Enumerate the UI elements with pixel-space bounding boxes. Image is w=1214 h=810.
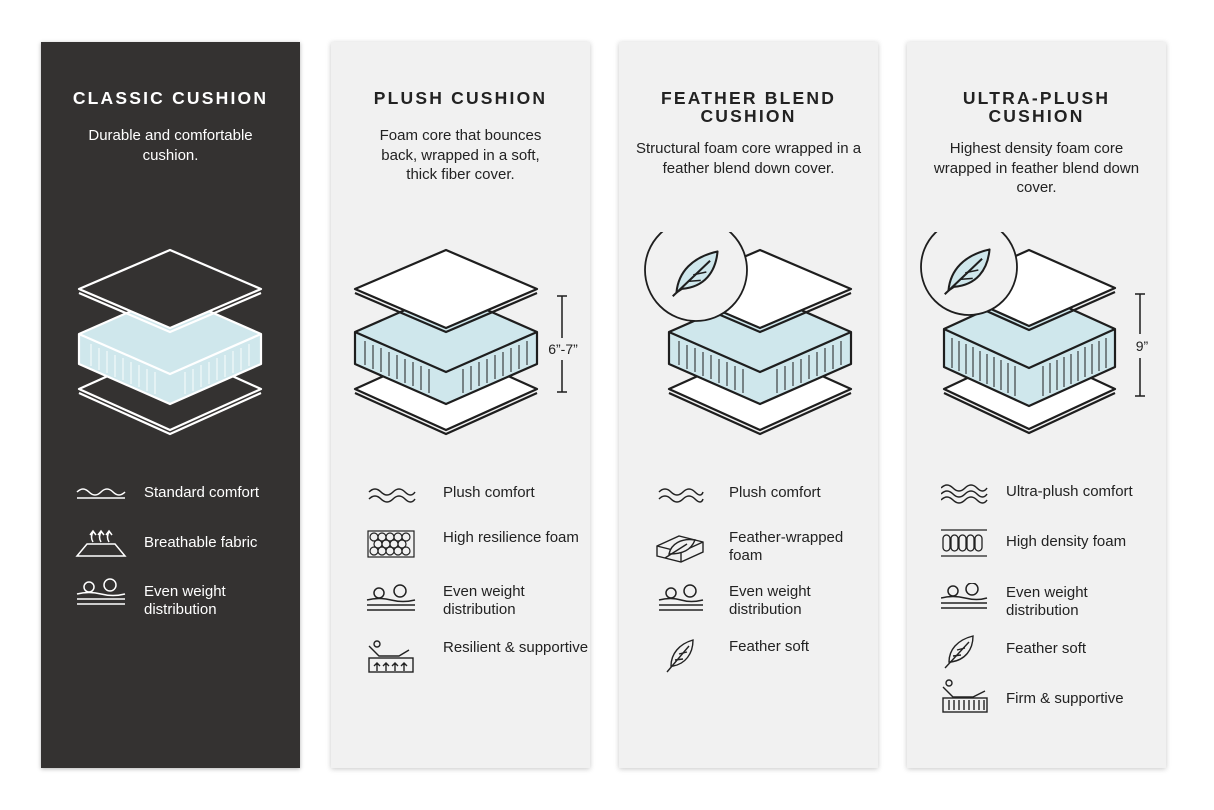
feature-label: Ultra-plush comfort <box>1006 483 1133 500</box>
card-feather-blend-cushion: FEATHER BLEND CUSHION Structural foam co… <box>619 42 878 768</box>
feature-row: Even weight distribution <box>41 576 300 620</box>
feature-label: Even weight distribution <box>443 583 525 618</box>
wave-icon <box>658 488 704 503</box>
feature-label: Feather soft <box>729 638 810 655</box>
card-description: Foam core that bounces back, wrapped in … <box>379 127 542 183</box>
weight-distribution-icon <box>658 584 704 611</box>
firm-support-icon <box>942 679 988 713</box>
cushion-layers-illustration: 6”-7” <box>353 248 582 436</box>
feature-row: Even weight distribution <box>619 582 878 626</box>
feature-label: High density foam <box>1006 533 1127 550</box>
card-classic-cushion: CLASSIC CUSHION Durable and comfortable … <box>41 42 300 768</box>
card-description: Structural foam core wrapped in a feathe… <box>635 140 862 177</box>
wave-icon <box>368 488 416 503</box>
feature-row: Firm & supportive <box>907 678 1166 722</box>
feature-label: Plush comfort <box>443 484 535 501</box>
dimension-label: 6”-7” <box>548 341 578 357</box>
feature-row: High resilience foam <box>331 528 590 572</box>
feature-label: Plush comfort <box>729 484 821 501</box>
weight-distribution-icon <box>76 578 126 605</box>
feature-row: Breathable fabric <box>41 526 300 570</box>
feature-label: High resilience foam <box>443 529 579 546</box>
feature-label: Feather soft <box>1006 640 1087 657</box>
feature-row: Ultra-plush comfort <box>907 482 1166 526</box>
weight-distribution-icon <box>366 584 416 611</box>
card-description: Highest density foam core wrapped in fea… <box>933 140 1140 196</box>
card-title: PLUSH CUSHION <box>373 88 548 108</box>
feature-row: Feather soft <box>619 636 878 680</box>
card-title: CLASSIC CUSHION <box>72 88 269 108</box>
weight-distribution-icon <box>941 583 988 609</box>
high-density-foam-icon <box>941 529 987 557</box>
feature-label: Resilient & supportive <box>443 639 589 656</box>
feature-label: Firm & supportive <box>1006 690 1124 707</box>
dimension-label: 9” <box>1136 338 1149 354</box>
feather-icon <box>666 639 694 673</box>
triple-wave-icon <box>941 484 988 504</box>
feature-row: Standard comfort <box>41 482 300 526</box>
cushion-layers-illustration <box>77 248 263 436</box>
cushion-layers-illustration <box>644 232 853 436</box>
feature-row: Feather-wrapped foam <box>619 528 878 572</box>
wave-icon <box>76 488 126 499</box>
card-title: FEATHER BLEND CUSHION <box>660 88 837 126</box>
feature-label: Even weight distribution <box>1006 584 1088 619</box>
breathable-fabric-icon <box>75 529 127 557</box>
support-arrows-icon <box>368 640 414 673</box>
honeycomb-foam-icon <box>367 530 415 558</box>
feature-row: Plush comfort <box>331 482 590 526</box>
feature-label: Even weight distribution <box>729 583 811 618</box>
feature-label: Even weight distribution <box>144 583 226 618</box>
feature-row: Even weight distribution <box>331 582 590 626</box>
card-ultra-plush-cushion: ULTRA-PLUSH CUSHION Highest density foam… <box>907 42 1166 768</box>
feather-icon <box>944 635 974 669</box>
feature-row: High density foam <box>907 528 1166 572</box>
card-plush-cushion: PLUSH CUSHION Foam core that bounces bac… <box>331 42 590 768</box>
feature-row: Plush comfort <box>619 482 878 526</box>
feather-wrapped-foam-icon <box>656 535 704 563</box>
feature-label: Breathable fabric <box>144 534 258 551</box>
feature-row: Feather soft <box>907 632 1166 676</box>
card-title: ULTRA-PLUSH CUSHION <box>962 88 1111 126</box>
feature-label: Feather-wrapped foam <box>729 529 844 564</box>
feature-row: Even weight distribution <box>907 583 1166 627</box>
cushion-layers-illustration: 9” <box>920 232 1151 435</box>
feature-label: Standard comfort <box>144 484 260 501</box>
card-description: Durable and comfortable cushion. <box>88 127 253 164</box>
feature-row: Resilient & supportive <box>331 638 590 682</box>
